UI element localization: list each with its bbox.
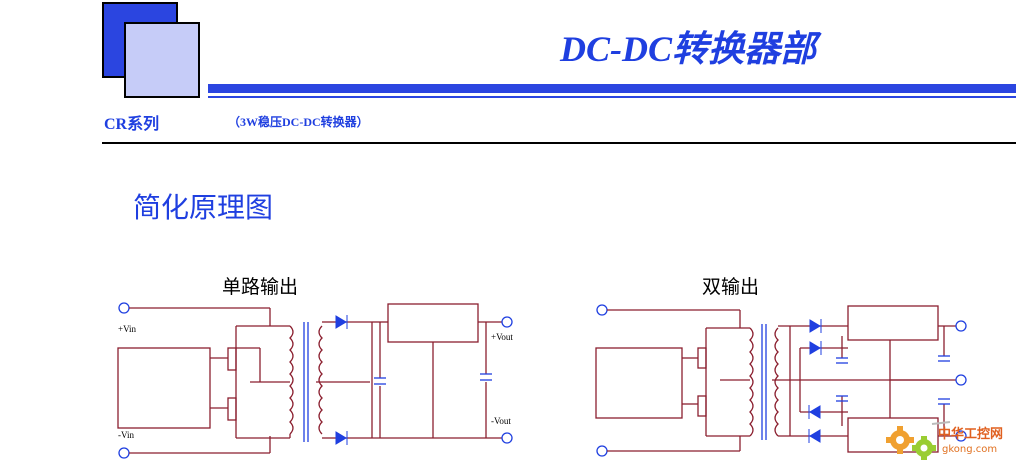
- diode-bottom: [335, 431, 347, 445]
- header-rule: [102, 142, 1016, 144]
- gear-icon: 中华工控网 gkong.com: [886, 421, 1003, 460]
- watermark-logo: 中华工控网 gkong.com: [880, 414, 1010, 470]
- header-bar-thin: [208, 96, 1016, 98]
- terminal-vin-pos: [118, 302, 130, 314]
- schematic-single-output: +Vin -Vin +Vout -Vout: [117, 302, 513, 459]
- label-vout-neg: -Vout: [491, 416, 511, 426]
- dual-controller-box: [595, 347, 683, 419]
- diagram-label-single: 单路输出: [222, 276, 299, 298]
- dual-diode-3: [809, 405, 821, 419]
- header-bar-thick: [208, 84, 1016, 93]
- regulator-box: [387, 303, 479, 343]
- label-vin-pos: +Vin: [118, 324, 137, 334]
- dual-diode-4: [809, 429, 821, 443]
- terminal-vout-neg: [501, 432, 513, 444]
- terminal-dual-vin-pos: [596, 304, 608, 316]
- page-title: DC-DC转换器部: [560, 29, 817, 69]
- label-vin-neg: -Vin: [118, 430, 134, 440]
- watermark-text: 中华工控网: [938, 426, 1003, 442]
- label-vout-pos: +Vout: [491, 332, 513, 342]
- terminal-vin-neg: [118, 447, 130, 459]
- diagram-label-dual: 双输出: [702, 276, 760, 298]
- section-title: 简化原理图: [133, 191, 274, 224]
- series-subtitle: （3W稳压DC-DC转换器）: [228, 115, 369, 129]
- terminal-vout-pos: [501, 316, 513, 328]
- dual-diode-1: [809, 319, 821, 333]
- terminal-dual-out-com: [955, 374, 967, 386]
- dual-diode-2: [809, 341, 821, 355]
- watermark-url: gkong.com: [942, 444, 997, 455]
- diode-top: [335, 315, 347, 329]
- series-label: CR系列: [104, 116, 160, 133]
- terminal-dual-vin-neg: [596, 445, 608, 457]
- controller-box: [117, 347, 211, 429]
- terminal-dual-out-pos: [955, 320, 967, 332]
- dual-regulator-top: [847, 305, 939, 341]
- dual-regulator-bottom: [847, 417, 939, 453]
- logo-square-front: [124, 22, 200, 98]
- terminal-dual-out-neg: [955, 430, 967, 442]
- schematic-dual-output: [595, 304, 967, 457]
